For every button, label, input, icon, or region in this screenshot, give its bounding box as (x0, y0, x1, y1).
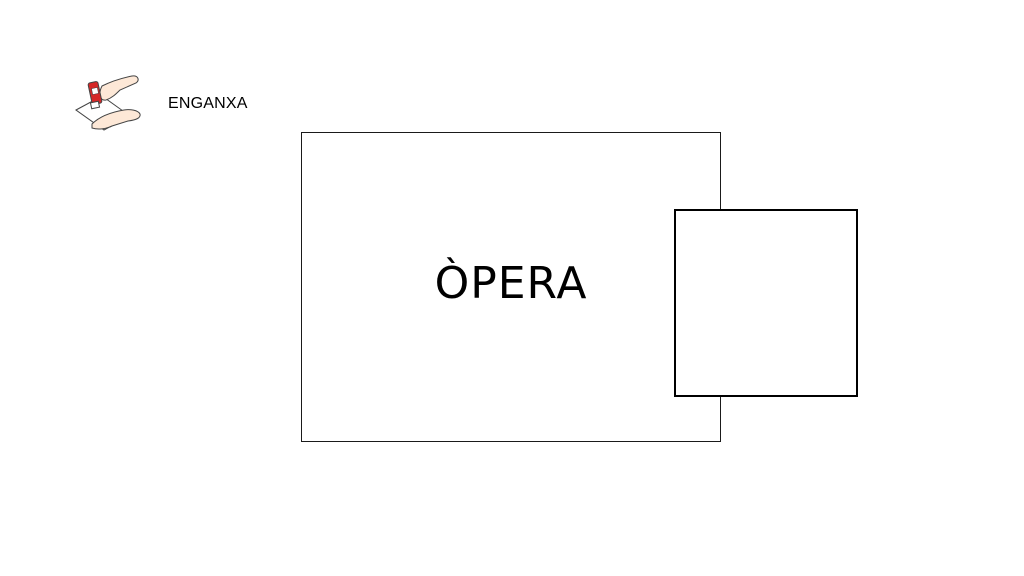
instruction-label: ENGANXA (168, 95, 248, 112)
card-word: ÒPERA (434, 258, 588, 309)
paste-box[interactable] (674, 209, 858, 397)
word-card (301, 132, 721, 442)
glue-stick-icon (75, 75, 141, 131)
